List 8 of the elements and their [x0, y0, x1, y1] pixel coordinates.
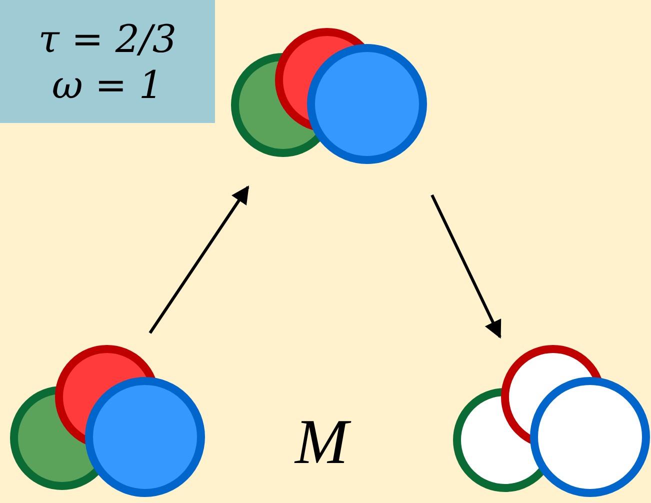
empty-circle-cluster [453, 345, 650, 497]
filled-circle-cluster [10, 345, 205, 497]
filled-circle-cluster [231, 28, 427, 164]
parameter-box [0, 0, 215, 123]
parameter-text: ω = 1 [52, 62, 164, 108]
arrow [148, 186, 250, 334]
arrow [430, 194, 502, 339]
parameter-text: τ = 2/3 [38, 16, 177, 62]
